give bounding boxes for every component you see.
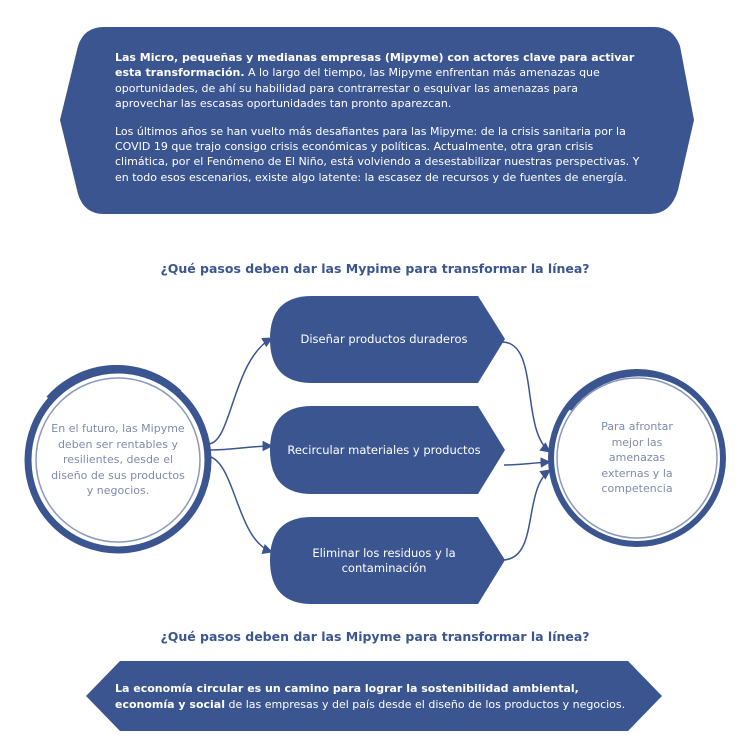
step-2-label: Recircular materiales y productos	[287, 442, 481, 457]
intro-text: Las Micro, pequeñas y medianas empresas …	[115, 50, 643, 197]
intro-paragraph-1: Las Micro, pequeñas y medianas empresas …	[115, 50, 643, 112]
heading-top: ¿Qué pasos deben dar las Mypime para tra…	[160, 261, 590, 276]
arrow-to-step-1	[207, 337, 273, 445]
intro-paragraph-2: Los últimos años se han vuelto más desaf…	[115, 124, 640, 184]
conclusion-rest: de las empresas y del país desde el dise…	[225, 697, 626, 711]
step-box-2-shape	[270, 406, 505, 494]
conclusion-bold: La economía circular es un camino para l…	[115, 682, 579, 711]
conclusion-text: La economía circular es un camino para l…	[115, 681, 630, 712]
left-circle	[24, 364, 212, 554]
arrow-from-step-3	[501, 469, 551, 561]
arrow-to-step-2	[207, 440, 274, 452]
conclusion-banner-shape	[86, 661, 662, 731]
intro-banner-shape	[60, 27, 694, 214]
heading-bottom: ¿Qué pasos deben dar las Mipyme para tra…	[160, 629, 590, 644]
intro-paragraph-1-rest: A lo largo del tiempo, las Mipyme enfren…	[115, 66, 600, 111]
arrow-to-step-3	[207, 455, 273, 554]
left-circle-text: En el futuro, las Mipyme deben ser renta…	[51, 422, 185, 498]
intro-paragraph-1-bold: Las Micro, pequeñas y medianas empresas …	[115, 51, 635, 80]
step-3-label: Eliminar los residuos y la contaminación	[312, 545, 456, 575]
step-box-3-shape	[270, 517, 505, 604]
arrow-from-step-1	[501, 341, 551, 453]
step-1-label: Diseñar productos duraderos	[300, 332, 468, 346]
right-circle-text: Para afrontar mejor las amenazas externa…	[601, 420, 673, 496]
step-box-1-shape	[270, 296, 505, 383]
arrow-from-step-2	[503, 457, 552, 468]
